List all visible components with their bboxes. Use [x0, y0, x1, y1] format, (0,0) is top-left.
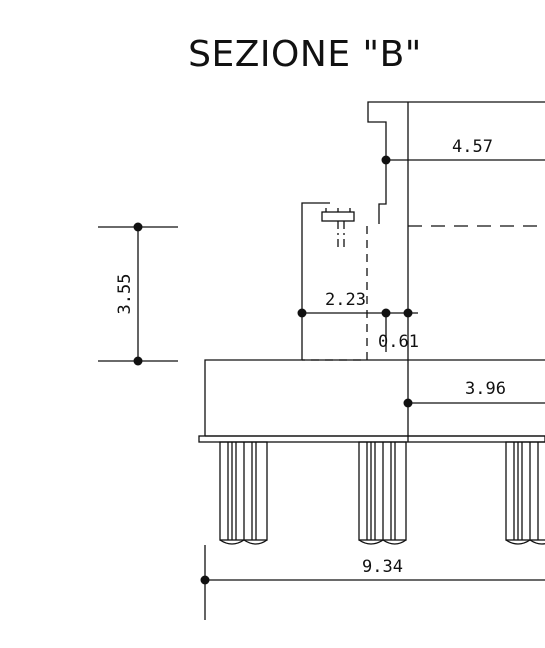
dim-396-label: 3.96: [465, 379, 506, 399]
section-title: SEZIONE "B": [188, 34, 422, 75]
pile: [505, 441, 545, 541]
dim-061-label: 0.61: [378, 332, 419, 352]
dim-457-label: 4.57: [452, 137, 493, 157]
dim-934-label: 9.34: [362, 557, 403, 577]
bearing-seat-outline: [301, 202, 330, 360]
dimension-points: [133, 155, 413, 585]
lean-concrete: [198, 435, 545, 443]
dim-223-label: 2.23: [325, 290, 366, 310]
pile-group: [219, 441, 545, 545]
dim-355-label: 3.55: [115, 274, 135, 315]
backwall-outline: [367, 101, 545, 224]
bearing-pad: [321, 211, 355, 222]
foundation-slab: [204, 359, 545, 436]
